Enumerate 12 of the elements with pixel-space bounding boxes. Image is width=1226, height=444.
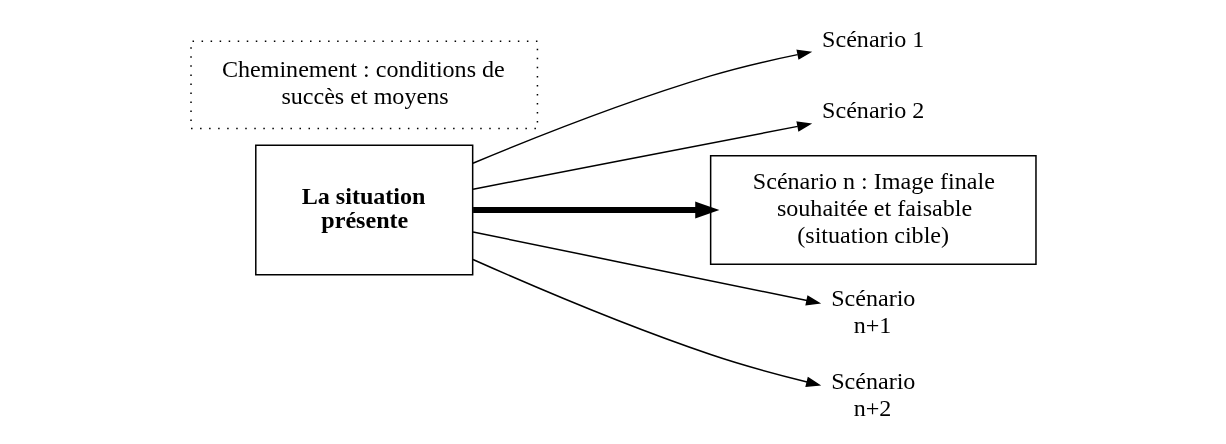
node-text: Scénario n+1 (830, 285, 915, 339)
node-text: Scénario 1 (821, 25, 924, 52)
node-box: Cheminement : conditions de succès et moyens (189, 40, 538, 130)
arrow (472, 201, 719, 219)
node-box: La situation présente (254, 144, 473, 276)
arrow (471, 49, 812, 164)
node-text: Scénario 2 (821, 96, 924, 123)
node-box: Scénario n : Image finale souhaitée et faisable (situation cible) (709, 154, 1037, 265)
arrow (471, 258, 821, 387)
node-text: Scénario n+2 (830, 367, 915, 421)
arrow (471, 121, 812, 190)
arrow (471, 231, 821, 306)
